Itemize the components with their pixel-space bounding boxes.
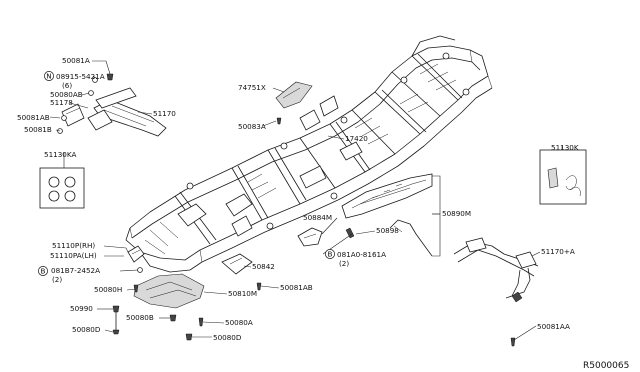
label-51110PA-LH: 51110PA(LH) — [50, 251, 97, 260]
part-50890M-shield — [341, 173, 433, 219]
label-17420: 17420 — [345, 134, 368, 143]
label-51110P-RH: 51110P(RH) — [52, 241, 95, 250]
part-50842 — [221, 253, 253, 275]
part-51170A-carrier — [453, 237, 539, 347]
svg-text:B: B — [41, 267, 46, 276]
svg-text:N: N — [46, 72, 51, 81]
label-50080A: 50080A — [225, 318, 253, 327]
label-08915-qty: (6) — [62, 81, 72, 90]
diagram-reference-code: R5000065 — [583, 361, 629, 371]
label-081B7-qty: (2) — [52, 275, 62, 284]
b-symbol-081A0: B — [325, 249, 335, 259]
label-51178: 51178 — [50, 98, 73, 107]
frame-assembly — [125, 35, 493, 273]
label-50884M: 50884M — [303, 213, 332, 222]
part-51170-bracket — [61, 87, 167, 137]
label-081A0-qty: (2) — [339, 259, 349, 268]
label-50842: 50842 — [252, 262, 275, 271]
part-74751X — [275, 81, 313, 125]
b-symbol-081B7: B — [38, 266, 48, 276]
label-51170: 51170 — [153, 109, 176, 118]
label-50081AA: 50081AA — [537, 322, 570, 331]
label-50080H: 50080H — [94, 285, 122, 294]
label-50080B: 50080B — [126, 313, 154, 322]
part-50898 — [389, 219, 433, 257]
part-50810M-skid-plate — [133, 273, 205, 309]
label-50081A-top: 50081A — [62, 56, 90, 65]
part-51130KA-box — [39, 167, 85, 209]
label-51130KA: 51130KA — [44, 150, 76, 159]
label-50990: 50990 — [70, 304, 93, 313]
svg-text:B: B — [328, 250, 333, 259]
label-50081B: 50081B — [24, 125, 52, 134]
label-50080D-bottom: 50080D — [213, 333, 242, 342]
part-labels: 50081A 08915-5421A (6) 50080AB 51178 500… — [17, 56, 629, 371]
label-50810M: 50810M — [228, 289, 257, 298]
label-51170-A: 51170+A — [541, 247, 575, 256]
label-081B7-2452A: 081B7-2452A — [51, 266, 100, 275]
part-50884M — [297, 227, 355, 247]
label-74751X: 74751X — [238, 83, 266, 92]
label-50080AB: 50080AB — [50, 90, 83, 99]
label-50081AB-left: 50081AB — [17, 113, 50, 122]
label-50898: 50898 — [376, 226, 399, 235]
label-50081AB-mid: 50081AB — [280, 283, 313, 292]
leader-lines — [49, 60, 563, 341]
label-081A0-8161A: 081A0-8161A — [337, 250, 386, 259]
label-50083A: 50083A — [238, 122, 266, 131]
n-symbol: N — [44, 71, 54, 81]
small-fasteners-lower — [112, 267, 262, 341]
part-51130K-box — [539, 149, 587, 205]
label-50080D-left: 50080D — [72, 325, 101, 334]
part-51110P-bracket — [127, 245, 145, 263]
label-08915-5421A: 08915-5421A — [56, 72, 105, 81]
label-51130K: 51130K — [551, 143, 579, 152]
label-50890M: 50890M — [442, 209, 471, 218]
